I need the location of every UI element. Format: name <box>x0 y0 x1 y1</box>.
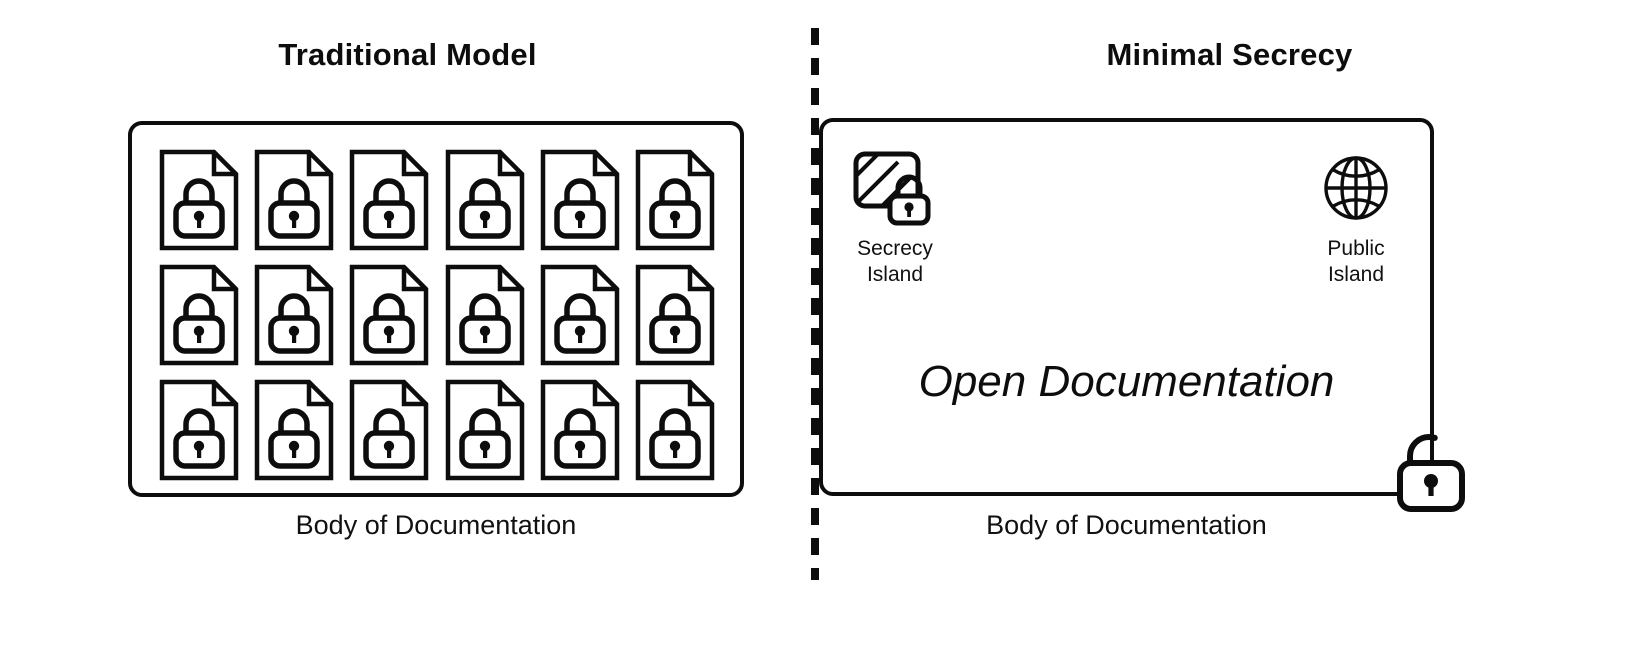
open-documentation-headline: Open Documentation <box>918 357 1335 406</box>
secrecy-island: Secrecy Island <box>820 148 970 287</box>
secrecy-island-icon <box>820 148 970 228</box>
public-island: Public Island <box>1281 148 1431 287</box>
document-locked-icon <box>438 374 531 485</box>
document-locked-icon <box>533 374 626 485</box>
document-locked-icon <box>343 145 436 256</box>
secrecy-island-label: Secrecy Island <box>820 236 970 287</box>
document-locked-icon <box>152 145 245 256</box>
body-of-documentation-caption-left: Body of Documentation <box>295 510 577 540</box>
open-padlock-icon <box>1392 426 1470 516</box>
document-locked-icon <box>438 145 531 256</box>
document-locked-icon <box>629 374 722 485</box>
body-of-documentation-caption-right: Body of Documentation <box>986 510 1267 540</box>
document-locked-icon <box>438 260 531 371</box>
secrecy-island-label-line1: Secrecy <box>857 237 933 260</box>
public-island-label-line2: Island <box>1327 262 1385 286</box>
public-island-label-line1: Public <box>1327 237 1385 260</box>
document-locked-icon <box>152 374 245 485</box>
public-island-label: Public Island <box>1281 236 1431 287</box>
globe-icon <box>1281 148 1431 228</box>
document-locked-icon <box>343 374 436 485</box>
vertical-dashed-divider <box>811 28 819 580</box>
secrecy-island-label-line2: Island <box>866 262 924 286</box>
panel-title-minimal-secrecy: Minimal Secrecy <box>1106 37 1353 72</box>
document-locked-icon <box>343 260 436 371</box>
document-locked-icon <box>629 260 722 371</box>
document-locked-icon <box>247 260 340 371</box>
document-locked-icon <box>152 260 245 371</box>
document-locked-icon <box>247 145 340 256</box>
panel-title-traditional: Traditional Model <box>278 37 537 72</box>
document-locked-icon <box>247 374 340 485</box>
locked-document-grid <box>152 145 722 485</box>
document-locked-icon <box>533 260 626 371</box>
document-locked-icon <box>533 145 626 256</box>
document-locked-icon <box>629 145 722 256</box>
